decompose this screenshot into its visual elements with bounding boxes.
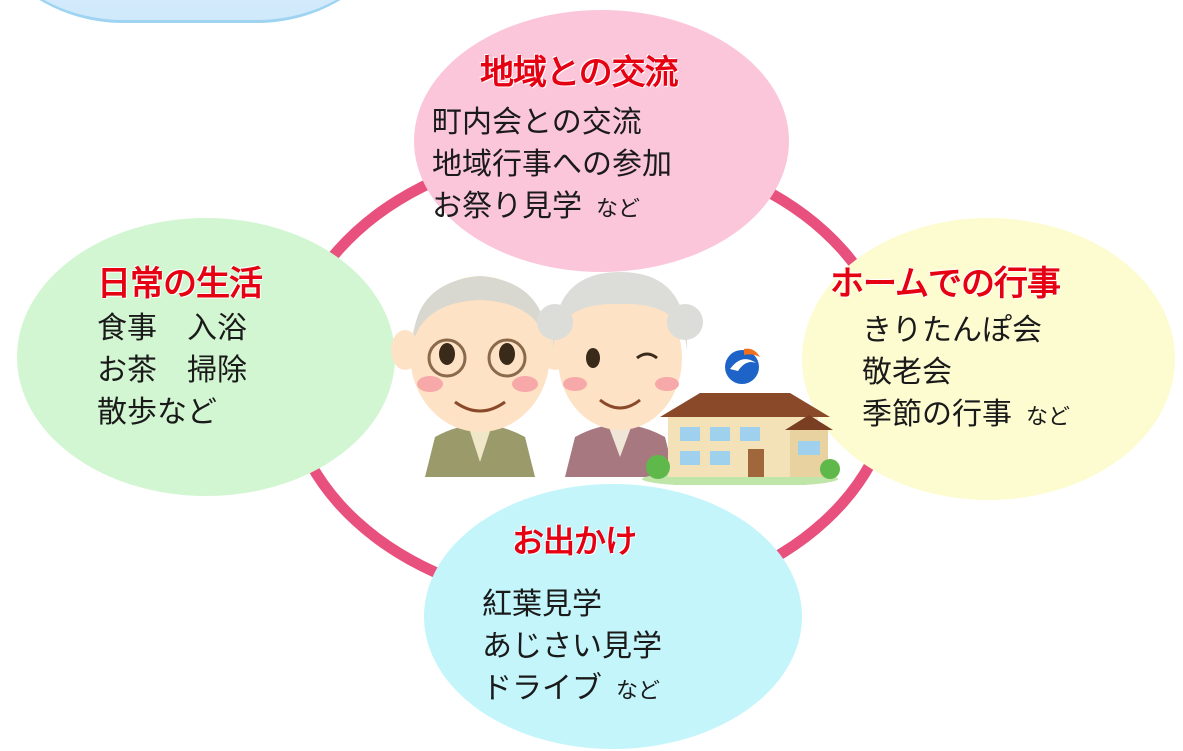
bubble-item: 紅葉見学 bbox=[482, 587, 602, 622]
bubble-title: ホームでの行事 bbox=[830, 264, 1061, 304]
bubble-item: お祭り見学など bbox=[432, 186, 672, 231]
bubble-item: 季節の行事など bbox=[862, 394, 1070, 439]
bubble-item: あじさい見学 bbox=[482, 629, 662, 664]
bubble-outings: お出かけ 紅葉見学 あじさい見学 ドライブなど bbox=[424, 484, 802, 749]
bubble-item: ドライブなど bbox=[482, 668, 662, 713]
bubble-daily-life: 日常の生活 食事 入浴 お茶 掃除 散歩など bbox=[17, 218, 395, 496]
bubble-item: 地域行事への参加 bbox=[432, 147, 672, 182]
bubble-item: 散歩など bbox=[97, 395, 217, 430]
bubble-item-text: お祭り見学 bbox=[432, 189, 582, 224]
bubble-item-text: 季節の行事 bbox=[862, 397, 1012, 432]
bubble-items: 紅葉見学 あじさい見学 ドライブなど bbox=[482, 584, 662, 713]
bubble-item: 敬老会 bbox=[862, 355, 952, 390]
bubble-item: お茶 掃除 bbox=[97, 353, 247, 388]
bubble-items: 食事 入浴 お茶 掃除 散歩など bbox=[97, 308, 247, 434]
bubble-item-text: ドライブ bbox=[482, 671, 602, 706]
bubble-item: きりたんぽ会 bbox=[862, 313, 1042, 348]
bubble-item: 町内会との交流 bbox=[432, 105, 642, 140]
bubble-items: 町内会との交流 地域行事への参加 お祭り見学など bbox=[432, 102, 672, 231]
bubble-item: 食事 入浴 bbox=[97, 311, 247, 346]
bubble-item-suffix: など bbox=[596, 197, 641, 222]
bubble-items: きりたんぽ会 敬老会 季節の行事など bbox=[862, 310, 1070, 439]
bubble-item-suffix: など bbox=[1026, 405, 1071, 430]
logo-icon bbox=[725, 348, 760, 384]
decorative-top-band bbox=[0, 0, 420, 23]
bubble-item-suffix: など bbox=[616, 679, 661, 704]
house-illustration bbox=[642, 393, 840, 485]
bubble-title: お出かけ bbox=[512, 522, 637, 560]
bubble-title: 日常の生活 bbox=[97, 264, 263, 304]
bubble-community-exchange: 地域との交流 町内会との交流 地域行事への参加 お祭り見学など bbox=[414, 10, 789, 272]
bubble-title: 地域との交流 bbox=[480, 53, 679, 93]
bubble-home-events: ホームでの行事 きりたんぽ会 敬老会 季節の行事など bbox=[802, 218, 1175, 500]
elderly-couple-illustration bbox=[391, 272, 703, 477]
